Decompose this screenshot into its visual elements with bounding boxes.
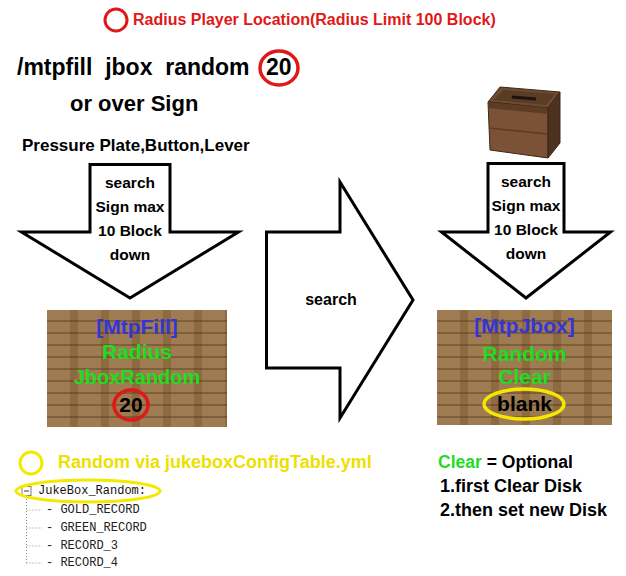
sign-line: JboxRandom	[47, 365, 227, 389]
sign-title: [MtpFill]	[47, 315, 227, 339]
random-note: Random via jukeboxConfigTable.yml	[58, 452, 372, 474]
config-item: - RECORD_3	[46, 539, 118, 553]
sign-value: 20	[47, 393, 215, 417]
tree-line	[27, 546, 43, 547]
sign-board: [MtpJbox] RandomClear blank	[437, 310, 612, 425]
highlight-circle	[260, 51, 298, 85]
config-item: - GOLD_RECORD	[46, 503, 140, 517]
jukebox-top-inset	[494, 90, 555, 105]
radius-note: Radius Player Location(Radius Limit 100 …	[133, 10, 496, 29]
tree-line	[27, 563, 43, 564]
jukebox-slot	[512, 97, 536, 99]
arrow-shape	[442, 164, 611, 299]
step-text: 1.first Clear Disk	[440, 476, 582, 498]
jukebox-plank	[489, 128, 548, 134]
tree-line	[26, 496, 27, 563]
jukebox-right-face	[548, 92, 560, 158]
option-keyword: Clear	[438, 452, 482, 473]
highlight-circle	[20, 452, 42, 474]
collapse-minus	[24, 491, 29, 492]
config-item: - RECORD_4	[46, 556, 118, 570]
jukebox-left-face	[488, 102, 548, 158]
sign-line: Clear	[437, 365, 612, 389]
search-down-arrow: search Sign max 10 Block down	[440, 162, 612, 300]
highlight-circle	[114, 390, 148, 420]
jukebox-band	[488, 102, 548, 114]
highlight-circle	[105, 9, 127, 31]
arrow-shape	[22, 165, 239, 299]
sign-title: [MtpJbox]	[437, 314, 612, 338]
highlight-ellipse	[16, 480, 160, 502]
collapse-box	[22, 487, 31, 496]
trigger-list: Pressure Plate,Button,Lever	[22, 136, 250, 156]
highlight-ellipse	[484, 389, 564, 419]
alternative-text: or over Sign	[70, 91, 198, 117]
arrow-text: search Sign max 10 Block down	[491, 170, 561, 266]
arrow-text: search	[265, 288, 397, 312]
config-key: JukeBox_Random:	[38, 484, 146, 498]
sign-board: [MtpFill]RadiusJboxRandom 20	[47, 310, 227, 427]
step-text: 2.then set new Disk	[440, 500, 607, 522]
arrow-text: search Sign max 10 Block down	[95, 171, 165, 267]
radius-number: 20	[266, 54, 292, 82]
tree-line	[27, 528, 43, 529]
sign-value: blank	[437, 392, 612, 416]
config-item: - GREEN_RECORD	[46, 521, 147, 535]
sign-line: Radius	[47, 340, 227, 364]
command-text: /mtpfill jbox random	[17, 54, 250, 82]
search-down-arrow: search Sign max 10 Block down	[20, 163, 240, 300]
tree-line	[27, 510, 43, 511]
option-note: = Optional	[487, 452, 573, 473]
search-right-arrow: search	[265, 180, 415, 420]
tree-view	[22, 487, 42, 564]
sign-line: Random	[437, 342, 612, 366]
jukebox-icon	[488, 87, 560, 158]
